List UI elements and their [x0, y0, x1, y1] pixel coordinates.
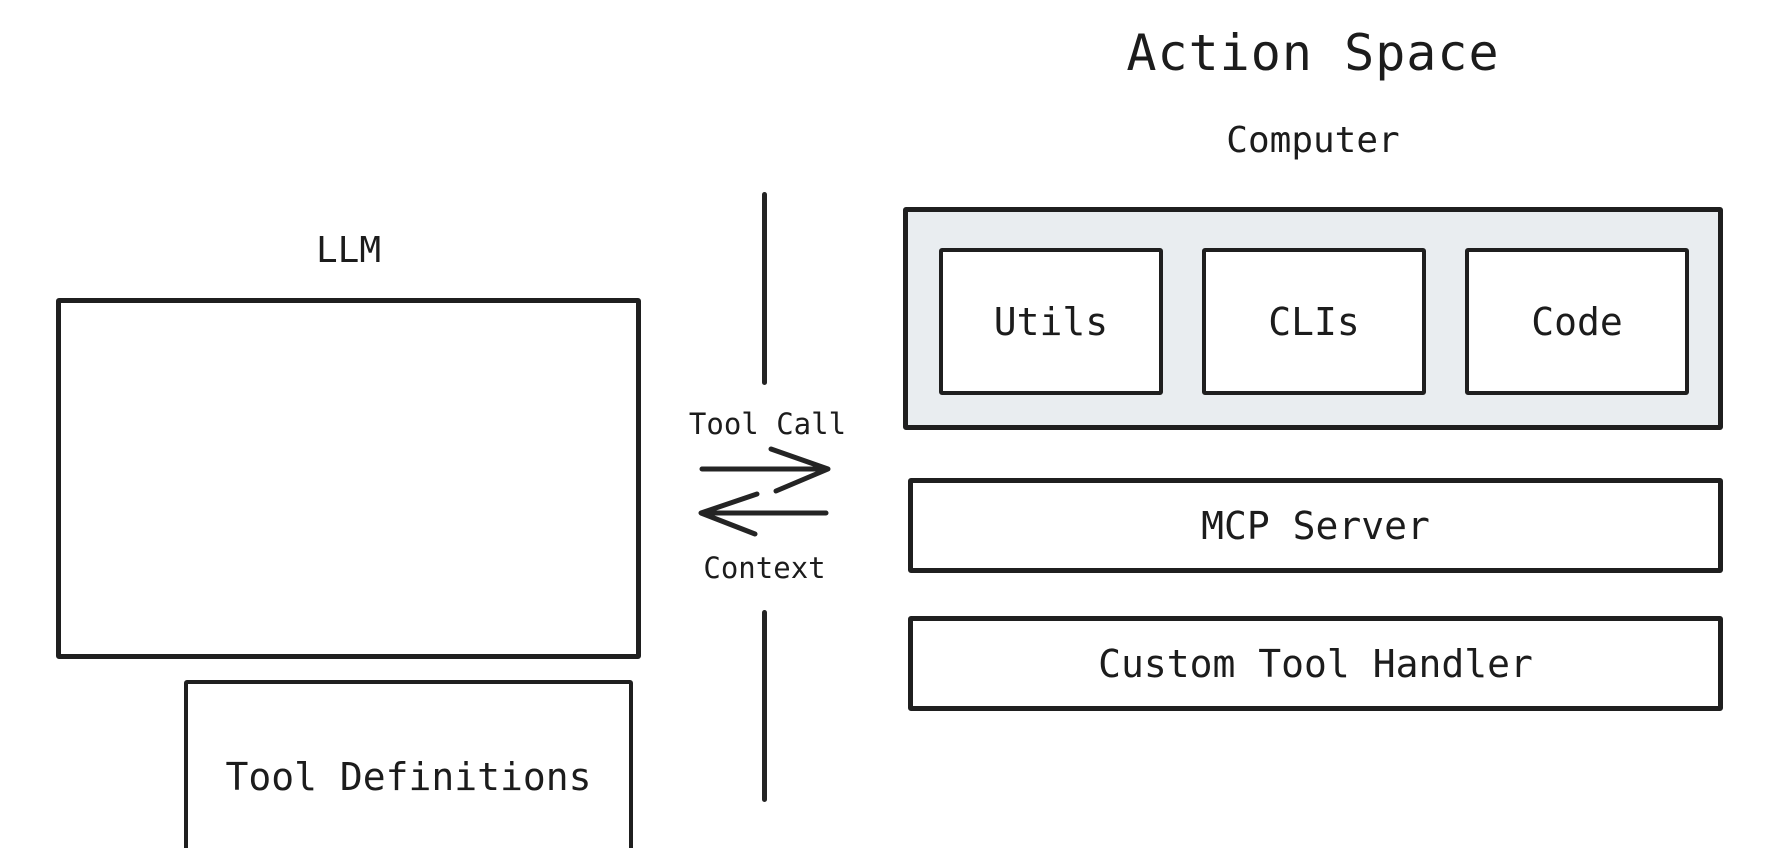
custom-tool-handler-box: Custom Tool Handler: [908, 616, 1723, 711]
mcp-server-label: MCP Server: [1201, 503, 1430, 548]
context-label: Context: [703, 551, 826, 585]
mcp-server-box: MCP Server: [908, 478, 1723, 573]
code-box: Code: [1465, 248, 1689, 395]
context-arrow-head-icon: [698, 491, 760, 537]
diagram-title: Action Space: [1126, 24, 1500, 82]
tool-call-arrow-head-icon: [768, 446, 831, 494]
clis-box: CLIs: [1202, 248, 1426, 395]
llm-group-label: LLM: [315, 230, 382, 271]
tool-definitions-box: Tool Definitions: [184, 680, 633, 848]
utils-box: Utils: [939, 248, 1163, 395]
tool-definitions-label: Tool Definitions: [225, 754, 592, 799]
divider-line-top-segment: [762, 192, 767, 385]
custom-tool-handler-label: Custom Tool Handler: [1098, 641, 1533, 686]
utils-label: Utils: [993, 299, 1109, 344]
divider-line-bottom-segment: [762, 610, 767, 802]
tool-call-label: Tool Call: [688, 407, 847, 441]
clis-label: CLIs: [1268, 299, 1360, 344]
llm-box: Tool Definitions: [56, 298, 641, 848]
computer-group-label: Computer: [1226, 120, 1400, 161]
code-label: Code: [1531, 299, 1623, 344]
tool-call-context-arrows-icon: [698, 446, 831, 537]
